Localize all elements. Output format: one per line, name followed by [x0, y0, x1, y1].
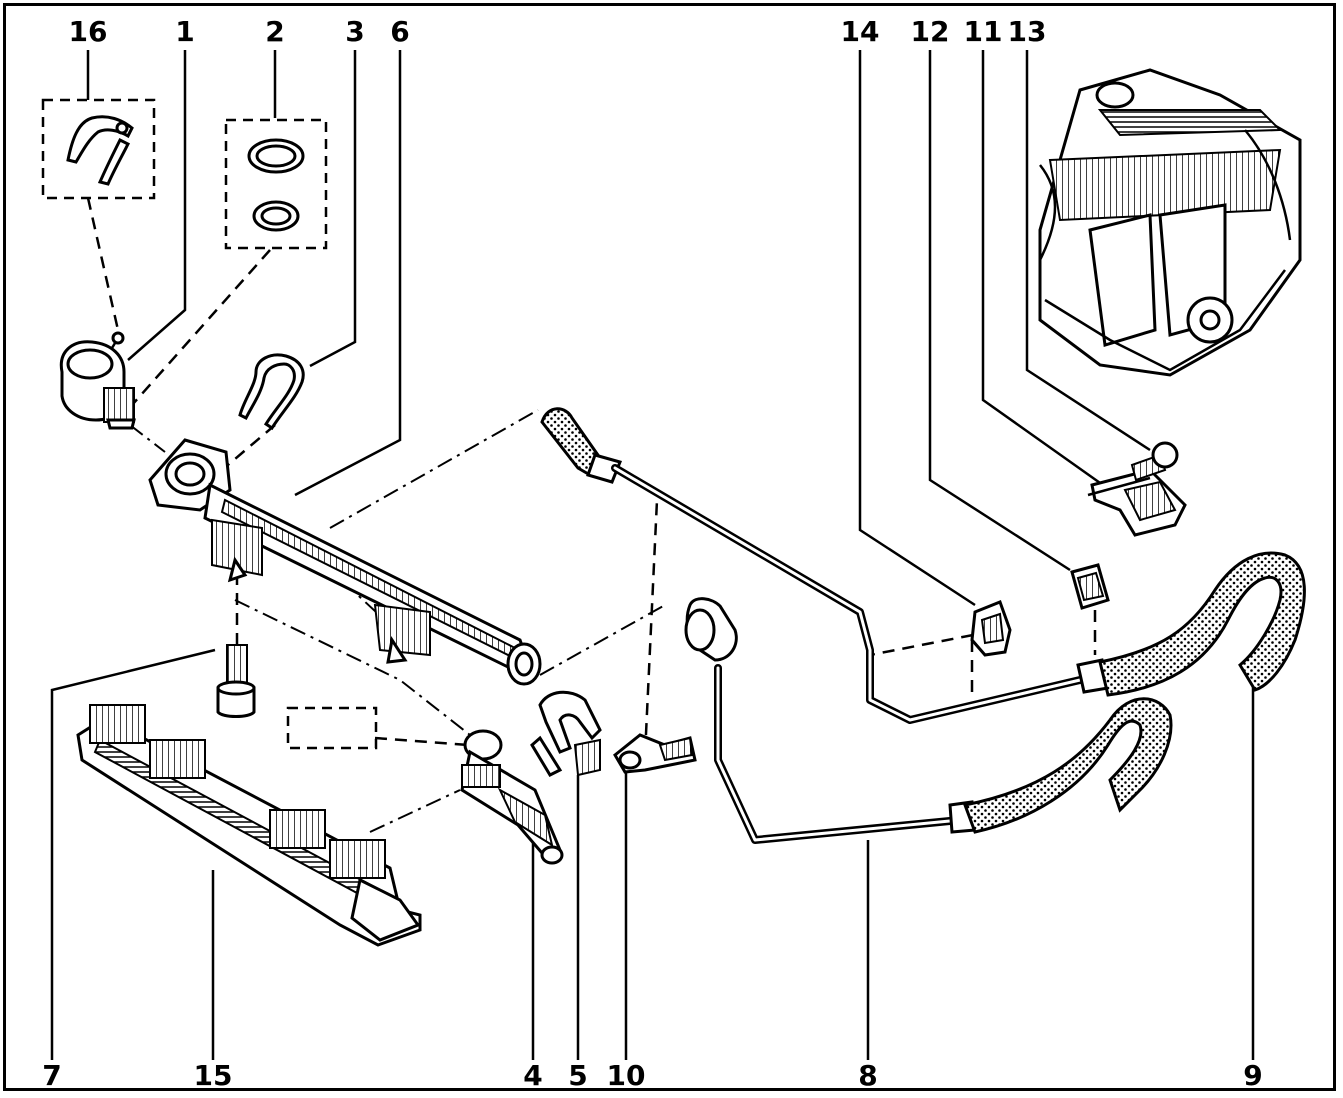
label-7: 7 [42, 1059, 61, 1092]
label-3: 3 [345, 15, 364, 48]
part-2-o-rings [247, 138, 305, 232]
o-ring-kit-box [224, 118, 328, 250]
label-9: 9 [1243, 1059, 1262, 1092]
part-13-bolt [1130, 441, 1179, 482]
label-15: 15 [194, 1059, 233, 1092]
engine-illustration [1038, 68, 1302, 377]
part-16-clip [66, 115, 134, 186]
part-5-clip [530, 690, 602, 777]
part-4-injector [460, 729, 564, 865]
part-15-wiring-loom [76, 704, 422, 947]
label-14: 14 [841, 15, 880, 48]
part-14-clip [970, 600, 1012, 657]
part-12-clip [1070, 563, 1110, 610]
label-1: 1 [175, 15, 194, 48]
label-12: 12 [911, 15, 950, 48]
empty-ref-box [286, 706, 378, 750]
part-8-feed-pipe [684, 597, 1173, 844]
label-6: 6 [390, 15, 409, 48]
bottom-labels: 7 15 4 5 10 8 9 [42, 1059, 1262, 1092]
top-labels: 16 1 2 3 6 14 12 11 13 [69, 15, 1047, 48]
clip-kit-box [41, 98, 156, 200]
part-6-fuel-rail [148, 438, 542, 686]
assembly-lines [86, 197, 1097, 833]
label-16: 16 [69, 15, 108, 48]
label-8: 8 [858, 1059, 877, 1092]
part-3-clip [238, 353, 305, 431]
part-7-bolt [216, 644, 256, 718]
part-9-return-pipe [540, 407, 1306, 724]
part-11-bracket [1087, 468, 1187, 537]
label-5: 5 [568, 1059, 587, 1092]
label-13: 13 [1008, 15, 1047, 48]
part-10-pipe-clip [613, 733, 697, 774]
label-4: 4 [523, 1059, 542, 1092]
leader-lines [50, 50, 1255, 1060]
part-1-pressure-regulator [59, 331, 136, 430]
label-11: 11 [964, 15, 1003, 48]
label-2: 2 [265, 15, 284, 48]
label-10: 10 [607, 1059, 646, 1092]
